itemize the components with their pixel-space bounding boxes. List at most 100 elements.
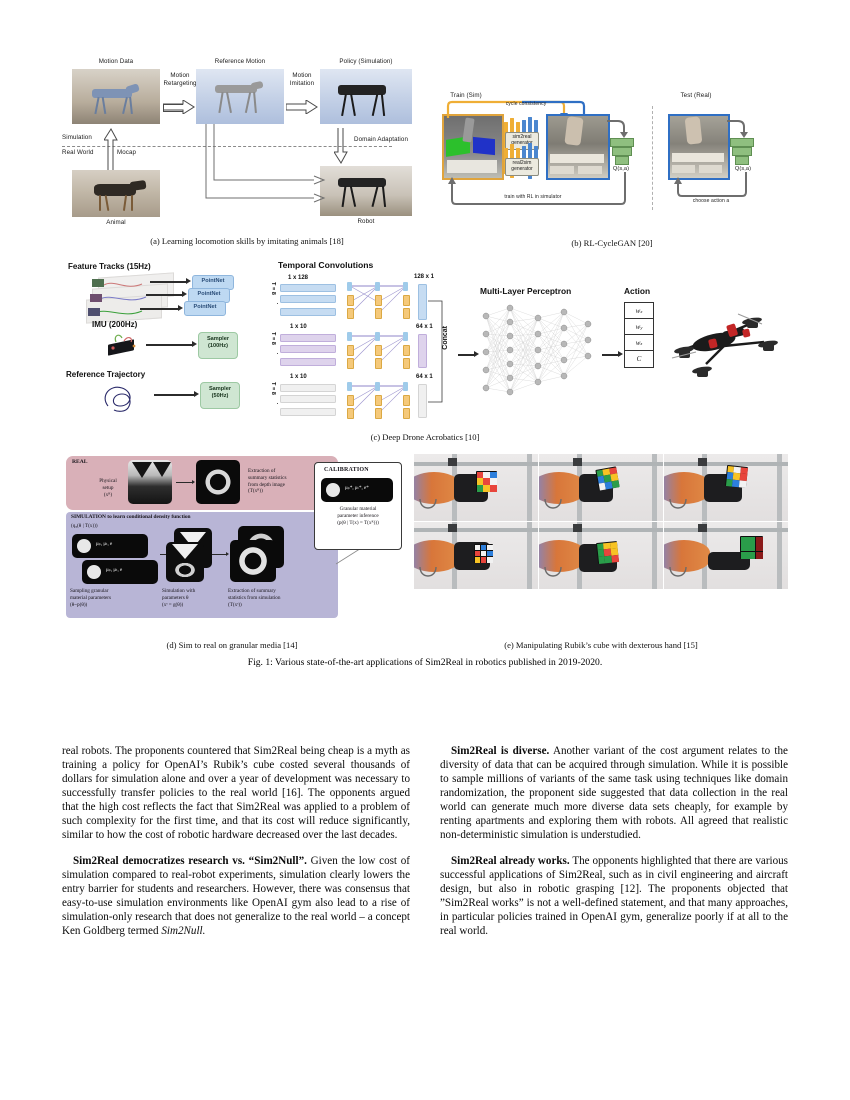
figure-row-ab: Motion Data Reference Motion Policy (Sim… [62,58,788,248]
tc-kernel-r3-c2 [403,395,410,406]
tc-kernel-r1-a1 [347,282,352,291]
tc-kernel-r2-c3 [403,358,410,369]
image-policy-simulation [320,69,412,124]
tc-out-r3 [418,384,427,418]
image-depth-sim-front [230,540,276,582]
label-cycle-consistency: cycle consistency [505,101,547,107]
caption-subfigure-b: (b) RL-CycleGAN [20] [571,238,653,248]
tc-kernel-r1-c3 [403,308,410,319]
image-real-scene [668,114,730,180]
tc-kernel-r2-c1 [403,332,408,341]
subfigure-b: Train (Sim) Test (Real) [438,58,786,248]
label-temporal-convolutions: Temporal Convolutions [278,260,374,270]
label-real2sim-generator-text: real2sim generator [511,160,533,173]
q-block-left-1 [610,138,634,147]
image-motion-data [72,69,160,124]
label-sim-with-params: Simulation with parameters θ (xˢ = g(θ)) [162,588,196,608]
tc-kernel-links-r1 [349,285,407,315]
rubik-frame-6 [664,522,788,589]
label-robot: Robot [357,218,375,225]
divider-train-test [652,106,653,210]
feature-track-lines [88,279,147,316]
param-box-2-text: μₚ, μₜ, e [106,568,123,573]
label-action: Action [624,286,651,296]
q-block-left-3 [615,156,629,165]
runin-diverse: Sim2Real is diverse. [451,745,550,757]
label-out-128x1: 128 x 1 [414,274,435,280]
label-q-left: Q(s,a) [612,166,630,172]
label-t8-row2: T = 8 [270,332,276,345]
paragraph-diverse-text: Another variant of the cost argument rel… [440,745,788,842]
tc-bar-r3-1 [280,384,336,392]
label-domain-adaptation: Domain Adaptation [354,136,420,144]
paragraph-democratizes-italic: Sim2Null. [161,924,206,937]
label-real: REAL [72,459,88,465]
subfigure-a: Motion Data Reference Motion Policy (Sim… [62,58,432,246]
arrow-domain-adaptation [334,128,348,164]
label-motion-imitation: Motion Imitation [286,72,318,88]
panel-calibration [314,462,402,550]
rubik-frame-4 [414,522,538,589]
label-sampling: Sampling granular material parameters (θ… [70,588,112,608]
calibration-params-text: μₚ*, μₜ*, e* [345,486,369,491]
label-simulation: Simulation [62,134,92,141]
arrow-to-mlp [458,351,479,357]
runin-already-works: Sim2Real already works. [451,854,570,867]
tc-kernel-r1-b1 [375,282,380,291]
rubik-frame-2 [539,454,663,521]
label-q-right: Q(s,a) [734,166,752,172]
diagram-mlp [482,304,592,396]
tc-bar-r3-2 [280,395,336,403]
rubik-frame-1 [414,454,538,521]
divider-sim-real [62,146,392,147]
image-robot [320,166,412,216]
action-wx-sub: x [640,308,643,314]
block-pointnet-3: PointNet [184,301,226,316]
label-out-64x1-a: 64 x 1 [416,324,433,330]
tc-bar-r2-3 [280,358,336,366]
tc-bar-r2-2 [280,345,336,353]
arrow-motion-retargeting [163,100,195,114]
caption-subfigure-d: (d) Sim to real on granular media [14] [166,640,298,650]
label-calibration: CALIBRATION [324,467,369,473]
tc-kernel-r2-a3 [347,358,354,369]
label-t8-row3: T = 8 [270,382,276,395]
block-sampler-100-text: Sampler (100Hz) [206,336,230,349]
column-left: real robots. The proponents countered th… [62,744,410,949]
label-out-64x1-b: 64 x 1 [416,374,433,380]
tc-kernel-r2-c2 [403,345,410,356]
tc-kernel-r1-b2 [375,295,382,306]
image-depth-real [196,460,240,504]
label-motion-retargeting-text: Motion Retargeting [163,72,197,87]
tc-kernel-r2-b3 [375,358,382,369]
label-feature-tracks: Feature Tracks (15Hz) [68,262,151,271]
param-box-1-text: μₚ, μₜ, e [96,542,113,547]
caption-subfigure-e: (e) Manipulating Rubik’s cube with dexte… [504,640,698,650]
tc-kernel-r2-b2 [375,345,382,356]
caption-row-de: (d) Sim to real on granular media [14] (… [62,640,788,650]
tc-kernel-r3-a2 [347,395,354,406]
tc-kernel-r3-c1 [403,382,408,391]
paragraph-democratizes-text: Given the low cost of simulation compare… [62,854,410,937]
action-c: C [624,350,654,368]
label-mocap: Mocap [117,149,137,156]
arrow-ref-traj [154,391,199,397]
action-wy-sub: y [640,324,643,330]
action-wx-text: w [635,307,641,315]
connector-lines [205,124,326,203]
subfigure-c: Feature Tracks (15Hz) PointNet PointNet … [62,260,788,430]
tc-out-r2 [418,334,427,368]
block-sampler-100: Sampler (100Hz) [198,332,238,359]
caption-subfigure-a: (a) Learning locomotion skills by imitat… [150,236,344,246]
tc-bar-r2-1 [280,334,336,342]
tc-kernel-links-r3 [349,385,407,415]
tc-kernel-links-r2 [349,335,407,365]
tc-kernel-r3-b2 [375,395,382,406]
arrow-sim-2 [212,552,229,556]
arrow-imu [146,341,197,347]
caption-subfigure-c: (c) Deep Drone Acrobatics [10] [370,432,480,442]
tc-dot-r3 [277,403,279,405]
label-motion-imitation-text: Motion Imitation [289,72,315,87]
rubik-image-grid [414,454,788,589]
